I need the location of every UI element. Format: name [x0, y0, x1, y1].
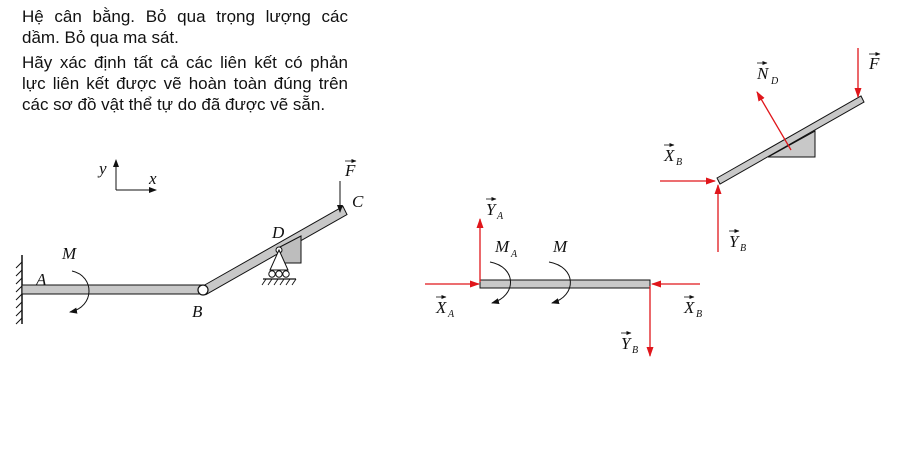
svg-text:X: X	[663, 146, 675, 165]
fbd-beam-BC-body	[716, 95, 865, 185]
label-F-fbd: F	[868, 52, 881, 73]
label-D: D	[271, 223, 285, 242]
original-system: y x	[15, 159, 364, 325]
label-XB-left: X B	[683, 295, 702, 320]
coordinate-axes: y x	[97, 159, 157, 193]
label-C: C	[352, 192, 364, 211]
svg-text:X: X	[435, 298, 447, 317]
svg-text:D: D	[770, 76, 779, 87]
svg-text:M: M	[494, 237, 510, 256]
svg-text:Y: Y	[486, 200, 497, 219]
svg-text:A: A	[447, 309, 455, 320]
moment-MA-arc	[489, 261, 511, 304]
label-F: F	[344, 159, 357, 180]
label-A: A	[35, 270, 47, 289]
svg-text:X: X	[683, 298, 695, 317]
beam-BC	[201, 205, 348, 296]
label-B: B	[192, 302, 203, 321]
svg-text:Y: Y	[729, 232, 740, 251]
axis-y-label: y	[97, 159, 107, 178]
svg-text:B: B	[696, 309, 702, 320]
fixed-support-A	[15, 255, 23, 325]
svg-text:F: F	[344, 161, 356, 180]
svg-text:B: B	[632, 345, 638, 356]
label-XA: X A	[435, 295, 455, 320]
svg-text:A: A	[510, 249, 518, 260]
beam-AB	[21, 284, 203, 295]
svg-text:B: B	[740, 243, 746, 254]
moment-M-arc	[69, 270, 90, 314]
label-M-fbd: M	[552, 237, 568, 256]
label-YA: Y A	[486, 197, 504, 222]
fbd-beam-AB-body	[479, 279, 651, 289]
svg-text:N: N	[756, 64, 770, 83]
label-MA: M A	[494, 237, 518, 260]
label-XB-right: X B	[663, 143, 682, 168]
svg-text:A: A	[496, 211, 504, 222]
label-ND: N D	[756, 61, 779, 87]
svg-text:B: B	[676, 157, 682, 168]
svg-text:F: F	[868, 54, 880, 73]
moment-M-arc-fbd	[548, 261, 571, 304]
label-YB-left: Y B	[621, 331, 638, 356]
roller-support-D	[261, 235, 302, 286]
svg-text:Y: Y	[621, 334, 632, 353]
label-YB-right: Y B	[729, 229, 746, 254]
label-M: M	[61, 244, 77, 263]
problem-paragraph-2: Hãy xác định tất cả các liên kết có phản…	[22, 53, 348, 114]
fbd-beam-AB: Y A M A M X A X B Y B	[425, 197, 702, 357]
axis-x-label: x	[148, 169, 157, 188]
fbd-beam-BC: N D F X B Y B	[660, 48, 881, 254]
hinge-B	[197, 284, 209, 296]
problem-statement: Hệ cân bằng. Bỏ qua trọng lượng các dầm.…	[22, 6, 348, 119]
problem-paragraph-1: Hệ cân bằng. Bỏ qua trọng lượng các dầm.…	[22, 7, 348, 47]
force-ND-arrow	[756, 91, 792, 151]
